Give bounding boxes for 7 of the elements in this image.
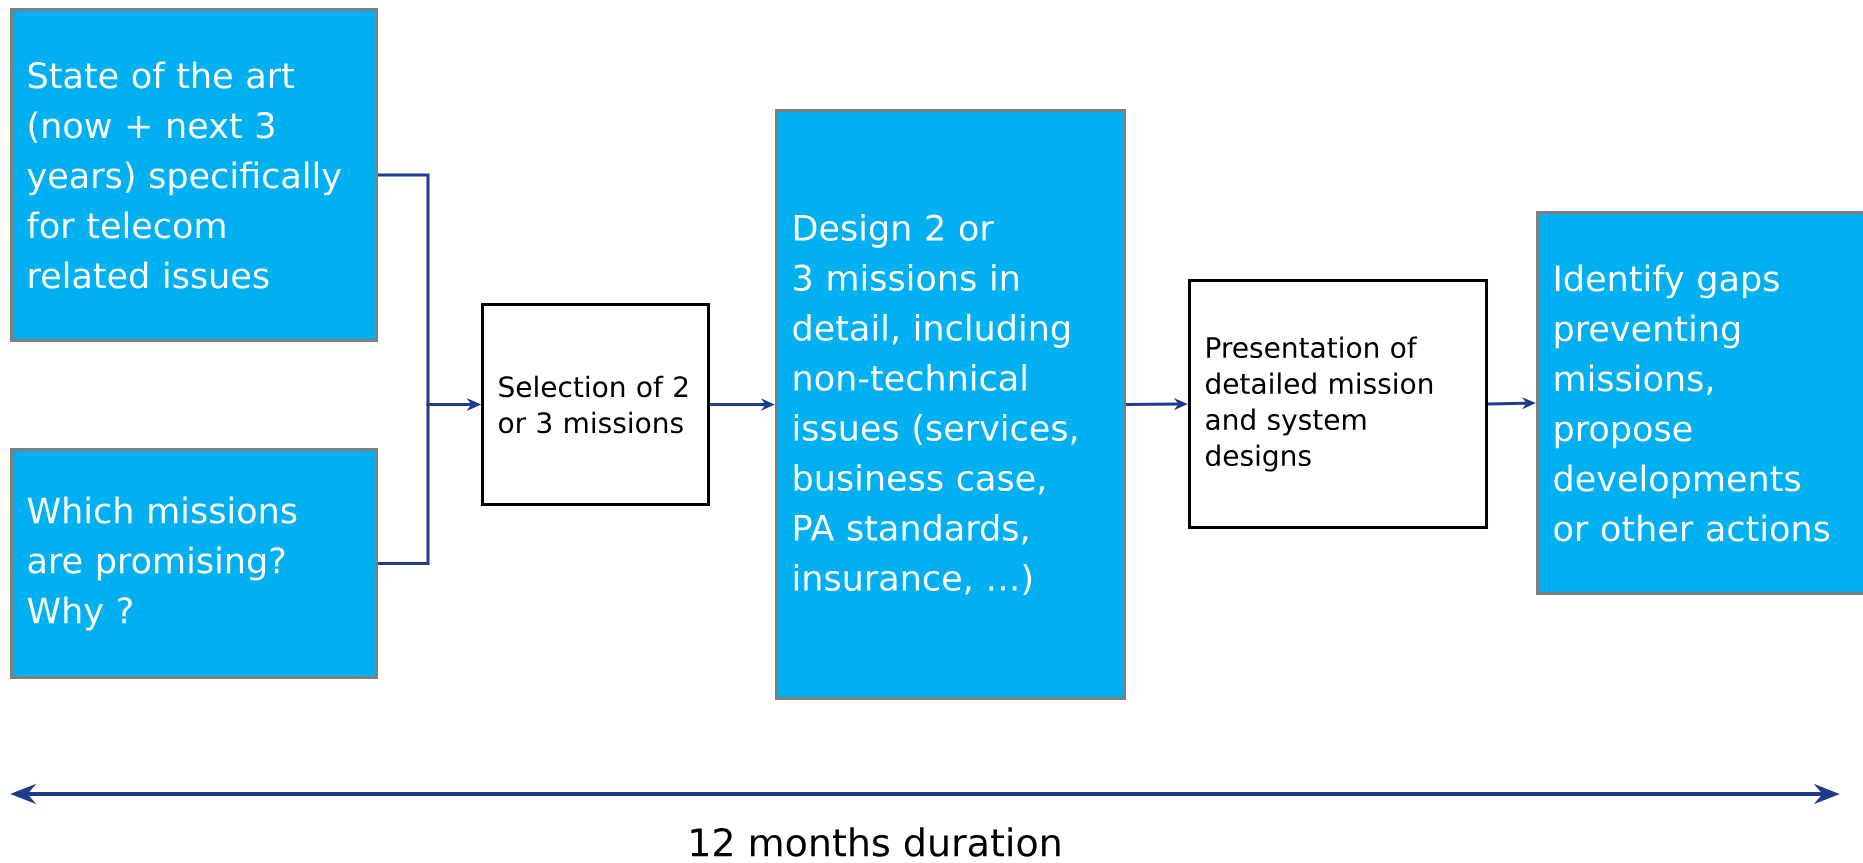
- process-box: Presentation of detailed mission and system designs: [1188, 279, 1488, 529]
- process-box: Identify gaps preventing missions, propose developments or other actions: [1536, 211, 1863, 595]
- process-box: Which missions are promising? Why ?: [10, 448, 378, 679]
- process-box: State of the art (now + next 3 years) specifically for telecom related issues: [10, 8, 378, 342]
- process-box: Selection of 2 or 3 missions: [481, 303, 710, 506]
- process-box: Design 2 or 3 missions in detail, including non-technical issues (services, business case, PA standards, insurance, …): [775, 109, 1126, 700]
- duration-label: 12 months duration: [691, 827, 1060, 857]
